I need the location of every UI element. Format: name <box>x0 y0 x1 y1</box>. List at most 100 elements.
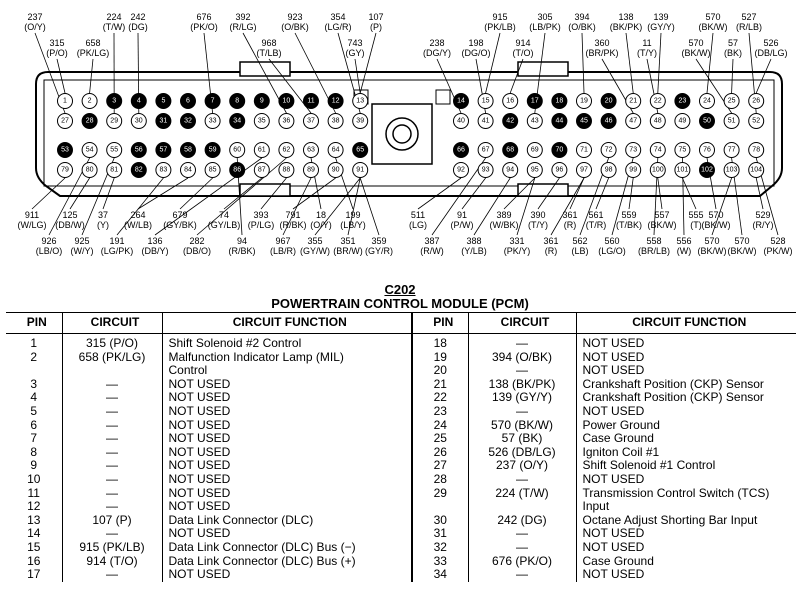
circuit-cell: 570 (BK/W) <box>467 418 576 433</box>
pin-99: 99 <box>625 162 642 178</box>
wire-color: (LB/PK) <box>529 22 561 32</box>
wire-color: (O/BK) <box>568 22 596 32</box>
wire-color: (GY/BK) <box>163 220 197 230</box>
pin-number: 102 <box>701 167 713 174</box>
pin-number: 70 <box>556 147 564 154</box>
pin-98: 98 <box>600 162 617 178</box>
pin-46: 46 <box>600 113 617 129</box>
wire-label: 556(W) <box>676 236 691 256</box>
pin-number: 47 <box>629 118 637 125</box>
pin-86: 86 <box>229 162 246 178</box>
function-cell: Shift Solenoid #1 Control <box>575 459 796 473</box>
wire-label: 74(GY/LB) <box>208 210 241 230</box>
circuit-number: 282 <box>189 236 204 246</box>
circuit-number: 387 <box>424 236 439 246</box>
circuit-number: 555 <box>688 210 703 220</box>
pin-74: 74 <box>649 142 666 158</box>
function-cell: Crankshaft Position (CKP) Sensor <box>575 377 796 392</box>
circuit-cell: — <box>61 404 162 419</box>
wire-label: 191(LG/PK) <box>101 236 134 256</box>
circuit-cell: — <box>61 500 162 514</box>
pin-number: 21 <box>629 98 637 105</box>
circuit-number: 315 <box>49 38 64 48</box>
wire-color: (BK/W) <box>728 246 757 256</box>
circuit-cell: — <box>61 472 162 487</box>
pin-28: 28 <box>81 113 98 129</box>
pin-67: 67 <box>477 142 494 158</box>
pin-82: 82 <box>130 162 147 178</box>
wire-color: (T) <box>690 220 702 230</box>
pin-number: 94 <box>506 167 514 174</box>
pin-number: 64 <box>332 147 340 154</box>
circuit-number: 238 <box>429 38 444 48</box>
circuit-number: 198 <box>468 38 483 48</box>
function-cell: NOT USED <box>161 377 412 392</box>
function-cell: Shift Solenoid #2 Control <box>161 333 412 351</box>
pin-number: 18 <box>556 98 564 105</box>
wire-color: (BR/LB) <box>638 246 670 256</box>
wire-label: 138(BK/PK) <box>610 12 643 32</box>
pin-number: 22 <box>654 98 662 105</box>
wire-color: (GY) <box>346 48 365 58</box>
wire-label: 561(T/R) <box>586 210 607 230</box>
pin-number: 88 <box>283 167 291 174</box>
wire-color: (PK/LB) <box>484 22 516 32</box>
function-cell: Power Ground <box>575 418 796 433</box>
wire-color: (PK/W) <box>764 246 793 256</box>
pin-103: 103 <box>723 162 740 178</box>
wire-label: 791(R/BK) <box>280 210 307 230</box>
circuit-number: 557 <box>654 210 669 220</box>
pin-number: 24 <box>703 98 711 105</box>
header-pin: PIN <box>411 312 468 334</box>
circuit-cell: 394 (O/BK) <box>467 350 576 365</box>
wire-color: (P/LG) <box>248 220 275 230</box>
pin-44: 44 <box>551 113 568 129</box>
pin-number: 54 <box>86 147 94 154</box>
pin-70: 70 <box>551 142 568 158</box>
pin-number: 104 <box>750 167 762 174</box>
leader-line <box>731 58 734 94</box>
function-cell: Case Ground <box>575 554 796 569</box>
wire-color: (GY/LB) <box>208 220 241 230</box>
function-cell: NOT USED <box>161 500 412 514</box>
connector-housing <box>35 61 783 197</box>
wire-color: (LB/Y) <box>340 220 366 230</box>
circuit-number: 37 <box>98 210 108 220</box>
pin-number: 14 <box>457 98 465 105</box>
circuit-cell: — <box>61 486 162 501</box>
leader-line <box>595 177 609 210</box>
wire-color: (BR/PK) <box>585 48 618 58</box>
circuit-number: 679 <box>172 210 187 220</box>
circuit-number: 91 <box>457 210 467 220</box>
circuit-cell: 139 (GY/Y) <box>467 391 576 405</box>
leader-line <box>314 177 361 236</box>
pin-17: 17 <box>526 93 543 109</box>
wire-label: 198(DG/O) <box>462 38 491 58</box>
circuit-cell: — <box>61 567 162 582</box>
pin-40: 40 <box>453 113 469 129</box>
pin-13: 13 <box>352 93 369 109</box>
circuit-cell: 138 (BK/PK) <box>467 377 576 392</box>
wire-color: (DB/O) <box>183 246 211 256</box>
pin-number: 45 <box>580 118 588 125</box>
circuit-cell: 242 (DG) <box>467 513 576 528</box>
wire-color: (PK/Y) <box>504 246 531 256</box>
wire-color: (DG/Y) <box>423 48 451 58</box>
pin-12: 12 <box>327 93 344 109</box>
pin-cell: 6 <box>30 417 38 432</box>
pin-cell: 10 <box>27 471 41 486</box>
wire-color: (R) <box>545 246 558 256</box>
circuit-number: 264 <box>130 210 145 220</box>
pin-31: 31 <box>155 113 172 129</box>
pin-cell: 5 <box>30 403 38 418</box>
wire-label: 199(LB/Y) <box>340 210 366 230</box>
pin-8: 8 <box>229 93 246 109</box>
pin-42: 42 <box>502 113 519 129</box>
wire-color: (BR/W) <box>333 246 363 256</box>
leader-line <box>223 177 263 210</box>
pin-number: 40 <box>457 118 465 125</box>
wire-label: 528(PK/W) <box>764 236 793 256</box>
wire-label: 237(O/Y) <box>24 12 46 32</box>
